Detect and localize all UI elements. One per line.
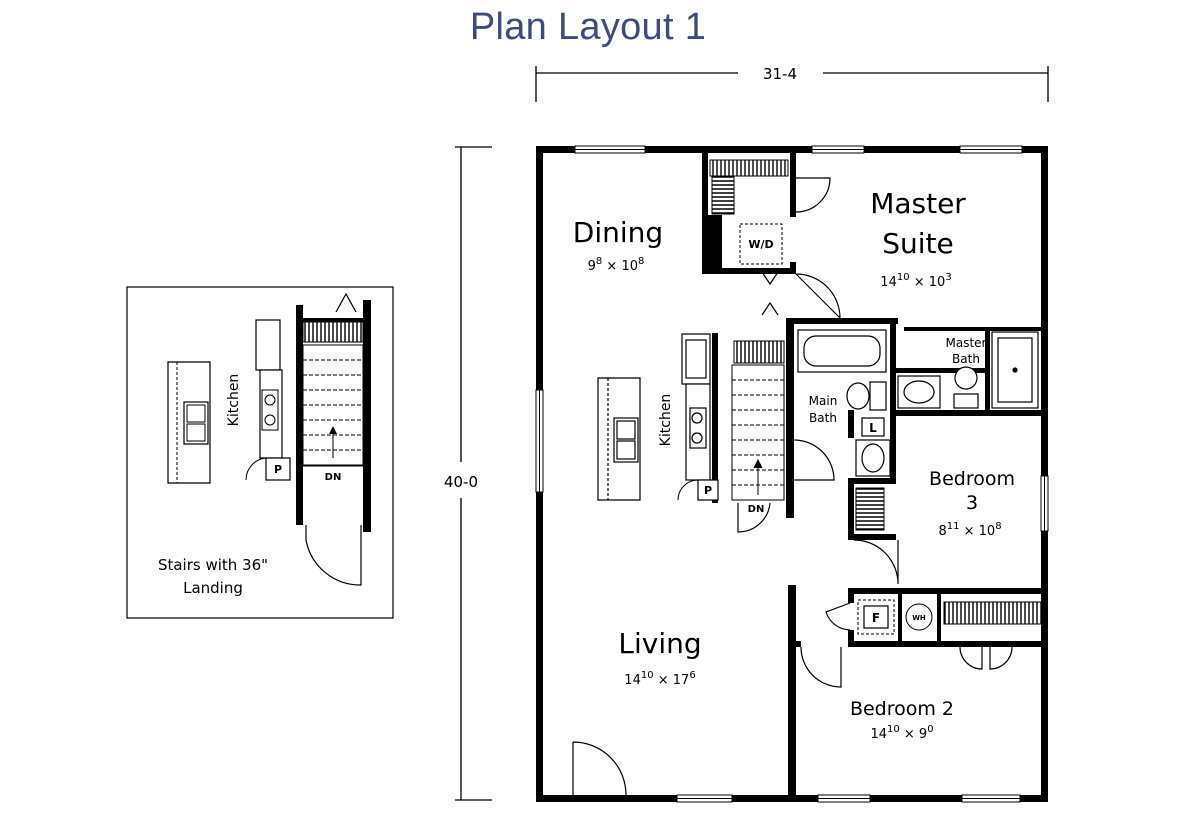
- svg-text:Bath: Bath: [809, 411, 837, 425]
- plan-title: Plan Layout 1: [469, 6, 707, 48]
- depth-dimension-label: 40-0: [444, 473, 478, 491]
- svg-text:Main: Main: [809, 394, 838, 408]
- svg-text:Bedroom: Bedroom: [929, 468, 1015, 490]
- kitchen-label: Kitchen: [658, 394, 674, 447]
- svg-text:Dining: Dining: [573, 216, 663, 249]
- inset-down-label: DN: [325, 472, 342, 483]
- interior-walls: [702, 153, 1041, 795]
- room-bedroom-2: Bedroom 2 1410 × 90: [850, 698, 954, 742]
- inset-detail: [126, 286, 394, 619]
- room-dining: Dining 98 × 108: [573, 216, 663, 274]
- svg-text:Living: Living: [618, 627, 701, 660]
- svg-text:811 × 108: 811 × 108: [938, 521, 1001, 539]
- main-stair: [731, 364, 785, 501]
- width-dimension-label: 31-4: [763, 65, 797, 83]
- doors: [572, 177, 1013, 796]
- washer-dryer-label: W/D: [748, 238, 773, 251]
- svg-text:1410 × 90: 1410 × 90: [870, 724, 933, 742]
- linen-label: L: [869, 421, 877, 435]
- inset-caption-line-2: Landing: [183, 579, 243, 597]
- width-dimension: [535, 66, 1049, 102]
- room-bedroom-3: Bedroom 3 811 × 108: [929, 468, 1015, 539]
- room-main-bath: Main Bath: [809, 394, 838, 425]
- inset-pantry-label: P: [274, 463, 282, 476]
- svg-text:Bath: Bath: [952, 352, 980, 366]
- room-master-suite: Master Suite 1410 × 103: [870, 187, 966, 290]
- furnace-label: F: [872, 611, 880, 625]
- inset-kitchen-label: Kitchen: [226, 374, 242, 427]
- svg-text:98 × 108: 98 × 108: [588, 256, 645, 274]
- svg-text:Suite: Suite: [882, 227, 954, 260]
- svg-text:Master: Master: [946, 336, 987, 350]
- svg-text:Bedroom 2: Bedroom 2: [850, 698, 954, 720]
- inset-caption-line-1: Stairs with 36": [158, 556, 268, 574]
- bath-fixtures: [797, 329, 1039, 477]
- kitchen-counters: [681, 333, 719, 501]
- svg-text:1410 × 103: 1410 × 103: [880, 272, 951, 290]
- kitchen-island: [597, 377, 641, 501]
- room-living: Living 1410 × 176: [618, 627, 701, 688]
- pantry-label: P: [704, 484, 712, 497]
- svg-text:1410 × 176: 1410 × 176: [624, 670, 695, 688]
- stair-down-label: DN: [748, 504, 765, 515]
- svg-text:3: 3: [966, 492, 978, 514]
- water-heater-label: WH: [912, 614, 926, 622]
- room-master-bath: Master Bath: [946, 336, 987, 366]
- svg-text:Master: Master: [870, 187, 966, 220]
- depth-dimension: [455, 146, 492, 801]
